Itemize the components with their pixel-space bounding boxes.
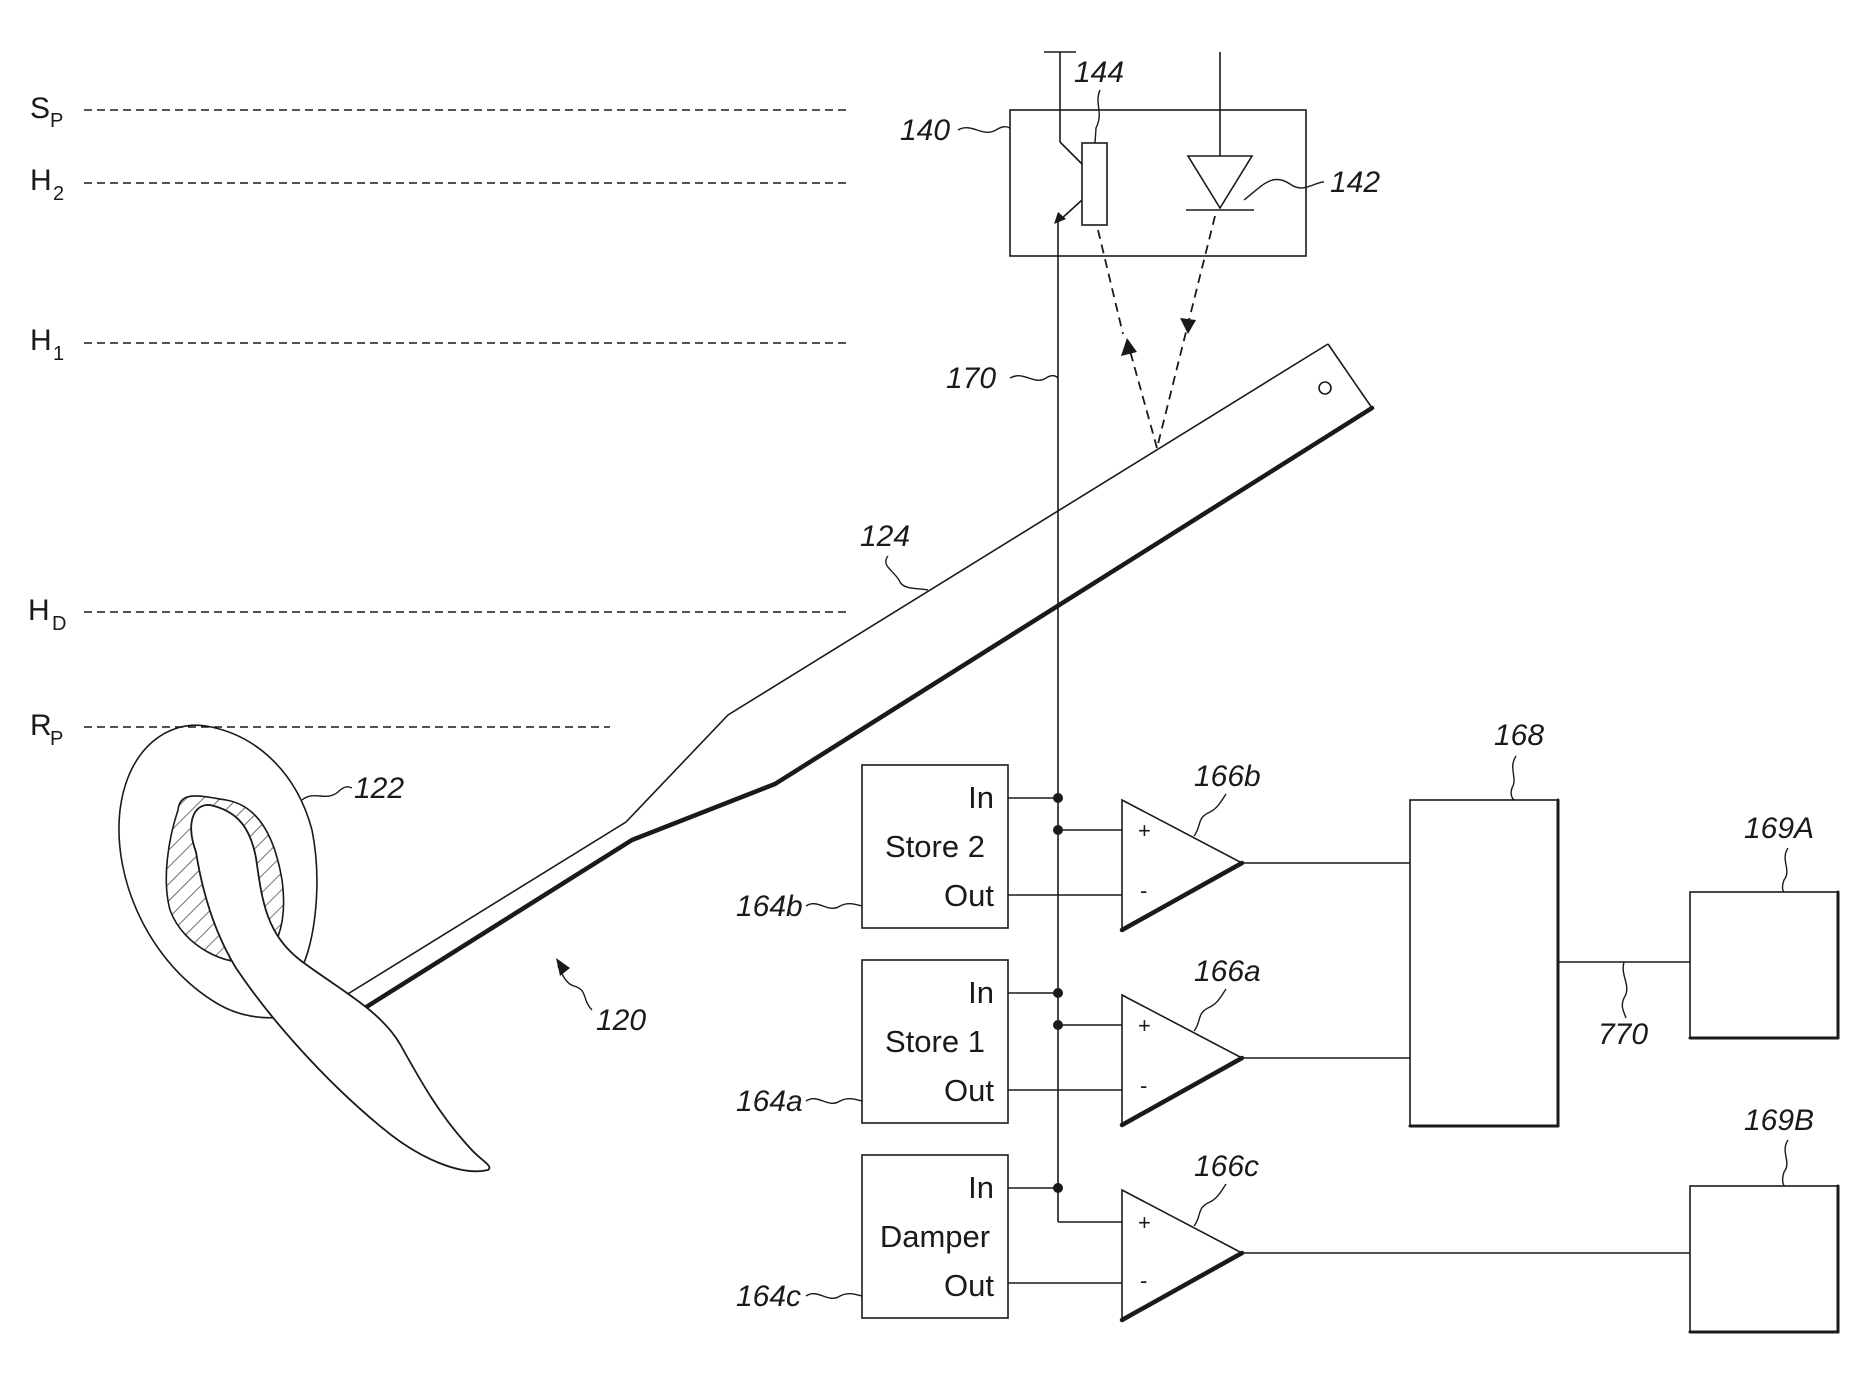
- leader-169a: [1783, 848, 1789, 892]
- comparator-166a-minus: -: [1140, 1073, 1147, 1098]
- comparator-166a-plus: +: [1138, 1013, 1151, 1038]
- lever-pivot-hole: [1319, 382, 1331, 394]
- leader-166c: [1194, 1184, 1226, 1226]
- junction-dot: [1053, 825, 1063, 835]
- junction-dot: [1053, 988, 1063, 998]
- junction-dot: [1053, 1183, 1063, 1193]
- label-122: 122: [354, 772, 404, 805]
- damper-out-label: Out: [944, 1268, 994, 1303]
- controller-168: 168 770: [1242, 719, 1690, 1126]
- output-169b: 169B: [1242, 1104, 1838, 1332]
- leader-166b: [1194, 794, 1226, 836]
- output-169a-box: [1690, 892, 1838, 1038]
- lever-upper-edge: [338, 344, 1328, 1000]
- label-166b: 166b: [1194, 760, 1261, 793]
- level-h2-label: H: [30, 164, 52, 197]
- level-h2-subscript: 2: [53, 183, 64, 205]
- comparator-166b: + - 166b: [1122, 760, 1261, 930]
- level-sp-label: S: [30, 92, 50, 125]
- arrow-120-icon: [556, 958, 570, 976]
- level-hd-subscript: D: [52, 613, 66, 635]
- leader-164a: [806, 1099, 862, 1104]
- output-169b-box: [1690, 1186, 1838, 1332]
- label-120: 120: [596, 1004, 646, 1037]
- reflected-light-ray: [1127, 340, 1157, 448]
- label-164b: 164b: [736, 890, 803, 923]
- store-1-name: Store 1: [885, 1024, 985, 1059]
- hammer-head: 122: [119, 725, 489, 1171]
- reflected-ray-arrow-icon: [1121, 338, 1137, 356]
- store-1-in-label: In: [968, 975, 994, 1010]
- comparator-166b-plus: +: [1138, 818, 1151, 843]
- damper-block: In Damper Out 164c: [736, 1155, 1008, 1318]
- label-770: 770: [1598, 1018, 1648, 1051]
- controller-168-box: [1410, 800, 1558, 1126]
- level-rp-label: R: [30, 709, 52, 742]
- store-1-out-label: Out: [944, 1073, 994, 1108]
- level-sp: S P: [30, 92, 848, 132]
- leader-140: [958, 127, 1010, 133]
- label-124: 124: [860, 520, 910, 553]
- emitted-ray-arrow-icon: [1180, 318, 1196, 334]
- leader-169b: [1783, 1140, 1789, 1186]
- damper-name: Damper: [880, 1219, 990, 1254]
- comparator-166c-minus: -: [1140, 1268, 1147, 1293]
- label-166a: 166a: [1194, 955, 1261, 988]
- comparator-166c-plus: +: [1138, 1210, 1151, 1235]
- level-h1-label: H: [30, 324, 52, 357]
- store-1-block: In Store 1 Out 164a: [736, 960, 1008, 1123]
- label-169a: 169A: [1744, 812, 1814, 845]
- level-sp-subscript: P: [50, 110, 63, 132]
- label-169b: 169B: [1744, 1104, 1814, 1137]
- hammer-tongue: [191, 805, 489, 1171]
- level-rp-subscript: P: [50, 728, 63, 750]
- store-2-in-label: In: [968, 780, 994, 815]
- store-2-block: In Store 2 Out 164b: [736, 765, 1008, 928]
- level-h1-subscript: 1: [53, 343, 64, 365]
- level-hd-label: H: [28, 594, 50, 627]
- leader-770: [1622, 962, 1627, 1018]
- comparator-166b-minus: -: [1140, 878, 1147, 903]
- label-166c: 166c: [1194, 1150, 1259, 1183]
- level-h1: H 1: [30, 324, 848, 365]
- label-170: 170: [946, 362, 996, 395]
- label-164a: 164a: [736, 1085, 803, 1118]
- damper-in-label: In: [968, 1170, 994, 1205]
- leader-164b: [806, 904, 862, 909]
- junction-dot: [1053, 1020, 1063, 1030]
- wiring: [1008, 793, 1124, 1283]
- output-169a: 169A: [1690, 812, 1838, 1038]
- leader-168: [1511, 756, 1516, 800]
- comparator-166a: + - 166a: [1122, 955, 1261, 1125]
- junction-dot: [1053, 793, 1063, 803]
- leader-124: [886, 556, 928, 590]
- comparator-166c: + - 166c: [1122, 1150, 1259, 1320]
- leader-166a: [1194, 989, 1226, 1031]
- phototransistor: [1082, 143, 1107, 225]
- label-144: 144: [1074, 56, 1124, 89]
- store-2-out-label: Out: [944, 878, 994, 913]
- label-142: 142: [1330, 166, 1380, 199]
- key-lever: 124: [338, 344, 1372, 1016]
- leader-170: [1010, 376, 1058, 381]
- leader-122: [302, 787, 352, 800]
- leader-164c: [806, 1294, 862, 1299]
- label-164c: 164c: [736, 1280, 801, 1313]
- label-168: 168: [1494, 719, 1544, 752]
- label-140: 140: [900, 114, 950, 147]
- lever-end: [1328, 344, 1372, 408]
- level-rp: R P: [30, 709, 610, 750]
- store-2-name: Store 2: [885, 829, 985, 864]
- level-h2: H 2: [30, 164, 848, 205]
- level-hd: H D: [28, 594, 848, 635]
- sensor-housing: [1010, 110, 1306, 256]
